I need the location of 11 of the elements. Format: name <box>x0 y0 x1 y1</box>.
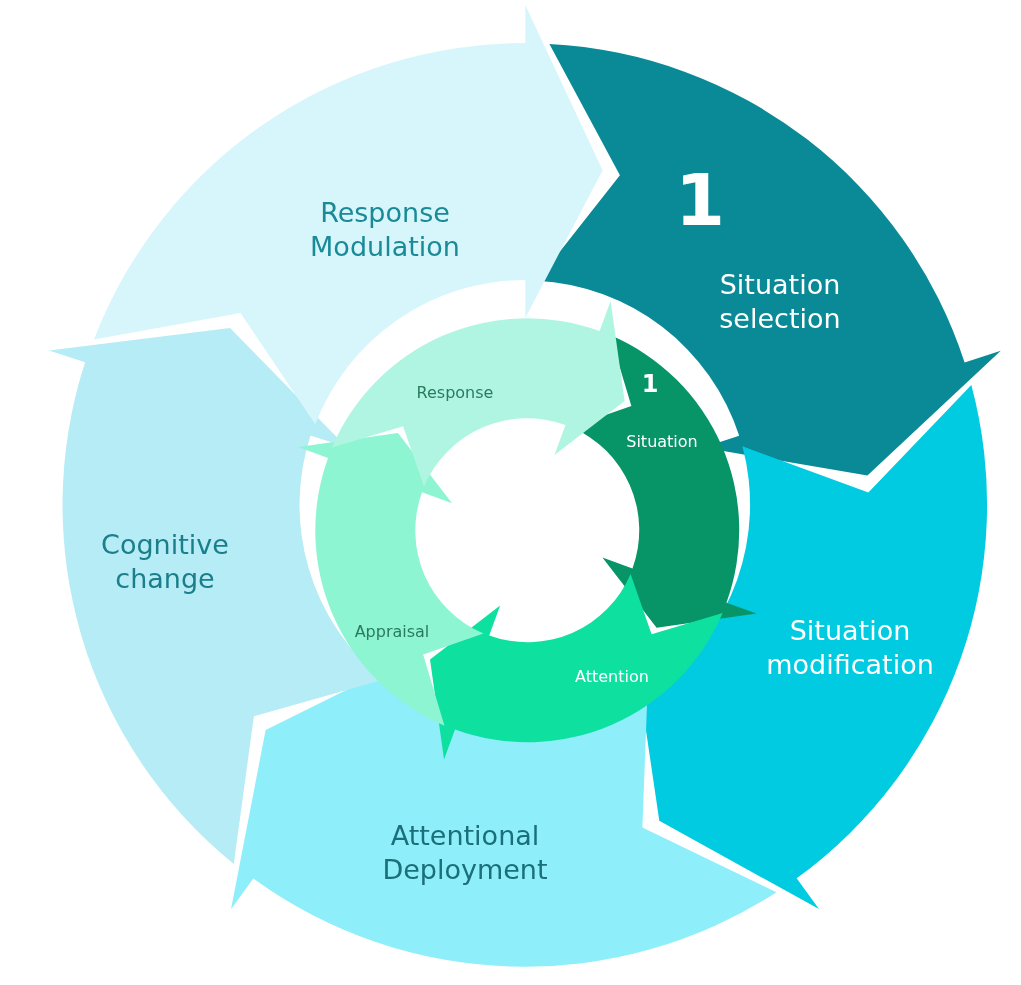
stage-label: Response <box>415 383 495 403</box>
step-number: 1 <box>641 369 659 399</box>
stage-label: Attentional Deployment <box>381 819 549 887</box>
stage-label: Attention <box>574 667 650 687</box>
stage-label: Response Modulation <box>309 196 461 264</box>
stage-label: Appraisal <box>353 622 431 642</box>
stage-label: Situation modification <box>765 614 935 682</box>
stage-label: Situation selection <box>718 268 842 336</box>
step-number: 1 <box>674 157 726 244</box>
stage-label: Cognitive change <box>100 528 230 596</box>
stage-label: Situation <box>625 432 699 452</box>
